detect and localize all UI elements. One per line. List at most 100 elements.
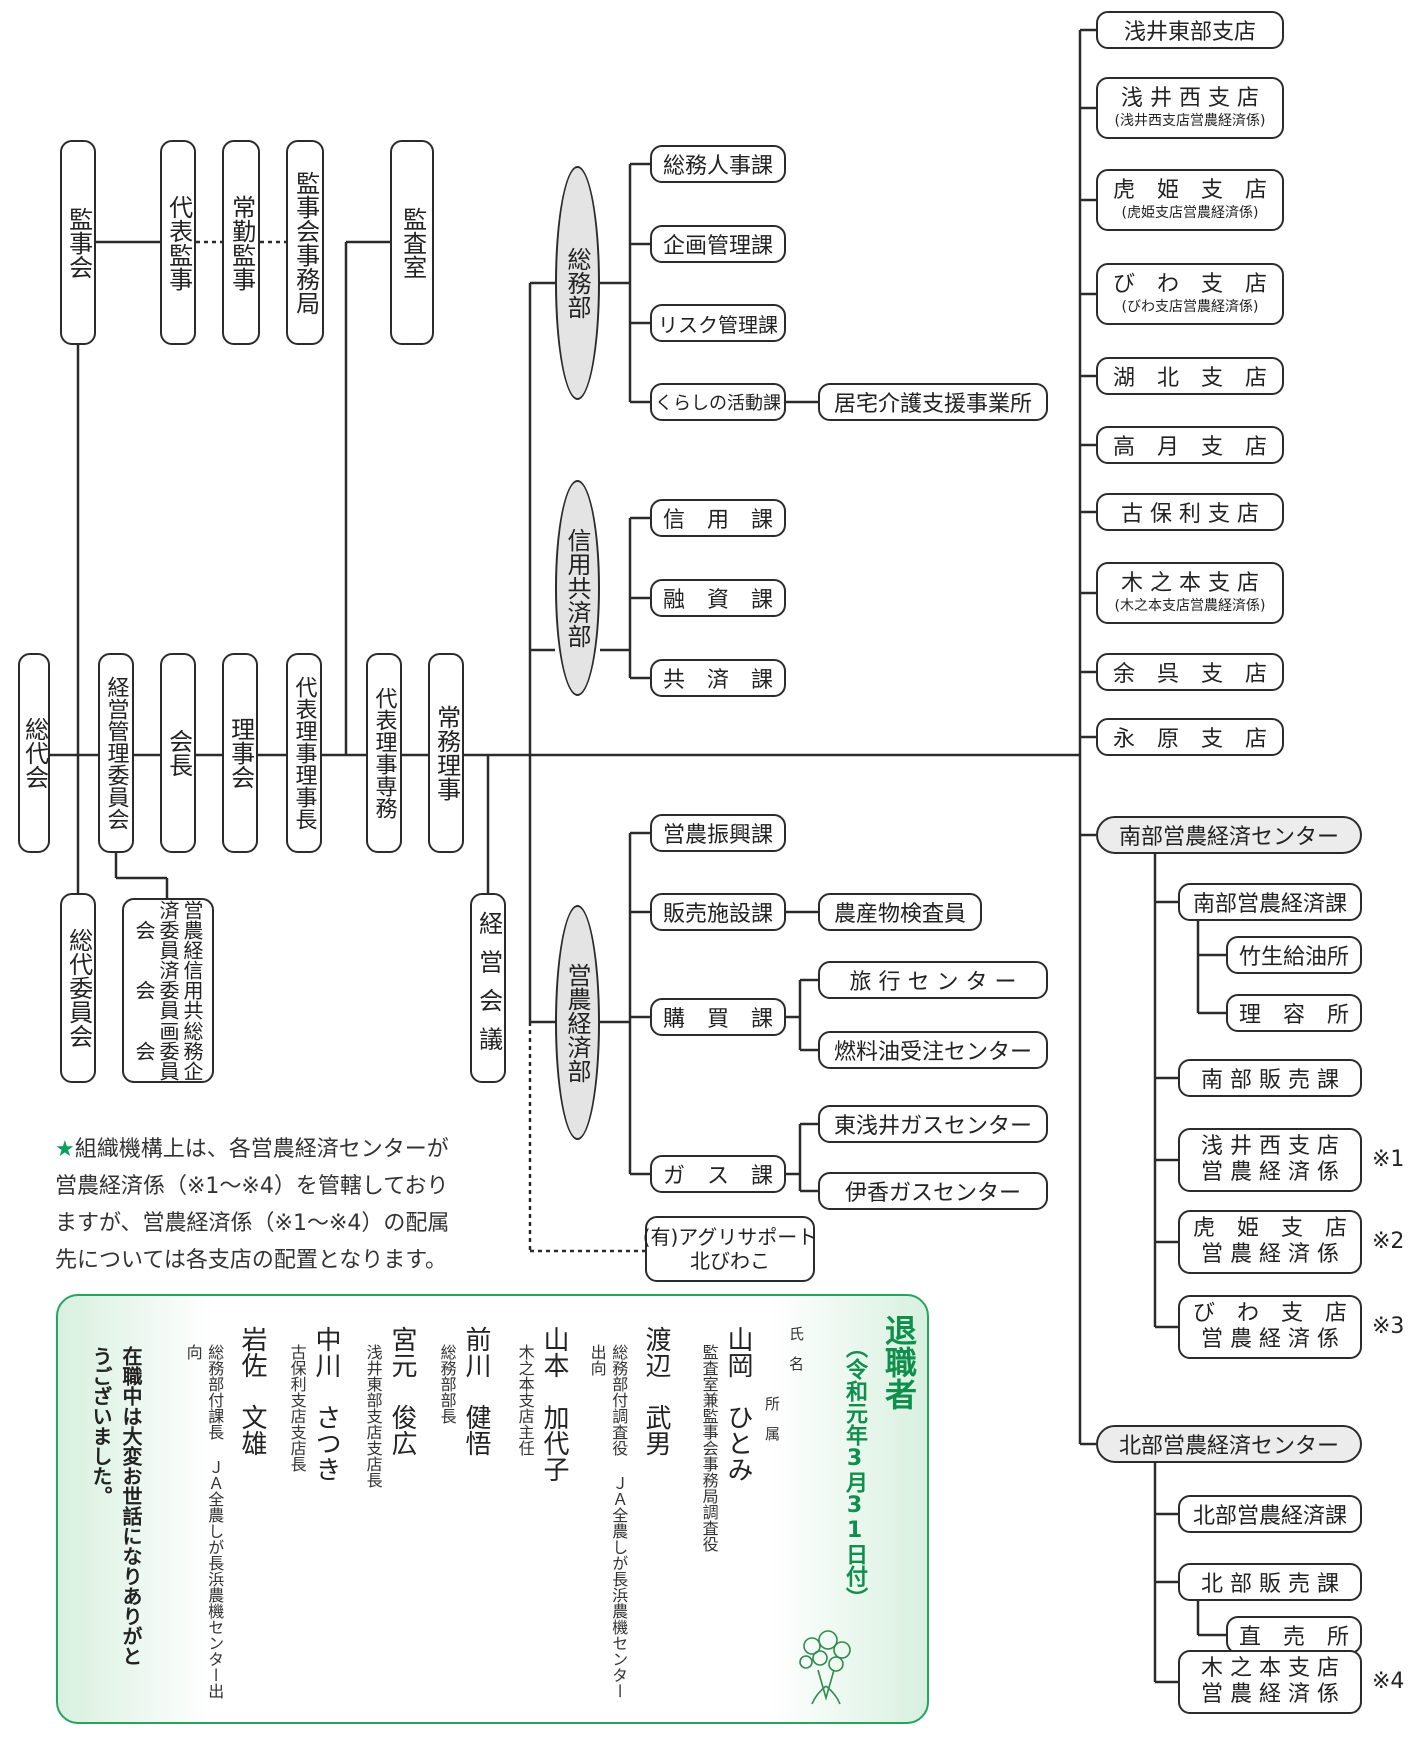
keiei-kaigi-box: 経営会議 [470, 893, 506, 1083]
rijikai-box: 理事会 [222, 653, 258, 853]
kakari-biwa: び わ 支 店 営 農 経 済 係 [1178, 1295, 1362, 1359]
kakari-biwa-line2: 営 農 経 済 係 [1201, 1327, 1339, 1353]
branch-torahime: 虎 姫 支 店 (虎姫支店営農経済係) [1096, 169, 1284, 231]
yushi-ka: 融 資 課 [650, 579, 786, 617]
retiree-name: 渡辺 武男 [638, 1326, 675, 1456]
retiree-role: 総務部付課長 ＪＡ全農しが長浜農機センター出向 [182, 1344, 225, 1714]
retiree-name: 前川 健悟 [458, 1326, 495, 1456]
sodaikai-box: 総代会 [18, 653, 50, 853]
kikaku-kanri-ka: 企画管理課 [650, 225, 786, 263]
branch-kinomoto: 木 之 本 支 店 (木之本支店営農経済係) [1096, 562, 1284, 624]
retirees-panel: 退職者 （令和元年3月31日付） 氏 名 所 属 山岡 ひとみ 監査室兼監事会事… [56, 1294, 929, 1724]
south-einou-center: 南部営農経済センター [1096, 816, 1362, 854]
branch-nagahara: 永 原 支 店 [1096, 718, 1284, 756]
star-icon: ★ [55, 1137, 75, 1162]
header-name: 氏 名 [786, 1326, 807, 1371]
hanbai-shisetsu-ka: 販売施設課 [650, 893, 786, 931]
kakari-torahime: 虎 姫 支 店 営 農 経 済 係 [1178, 1210, 1362, 1274]
kakari-kinomoto-line2: 営 農 経 済 係 [1201, 1682, 1339, 1708]
mark-3: ※3 [1372, 1314, 1404, 1339]
einou-keizai-bu-oval: 営農経済部 [555, 905, 600, 1140]
north-einou-keizai-ka: 北部営農経済課 [1178, 1495, 1362, 1533]
gas-ka: ガ ス 課 [650, 1155, 786, 1193]
retiree-role: 浅井東部支店支店長 [362, 1344, 384, 1488]
south-hanbai-ka: 南 部 販 売 課 [1178, 1059, 1362, 1097]
somu-jinji-ka: 総務人事課 [650, 145, 786, 183]
mark-4: ※4 [1372, 1669, 1404, 1694]
retiree-name: 宮元 俊広 [384, 1326, 421, 1456]
retiree-role: 木之本支店主任 [514, 1344, 536, 1456]
retiree-name: 中川 さつき [308, 1326, 345, 1482]
somu-bu-oval: 総務部 [555, 166, 600, 400]
kakari-kinomoto: 木 之 本 支 店 営 農 経 済 係 [1178, 1650, 1362, 1714]
kanjikai-jimukyoku-box: 監事会事務局 [286, 140, 324, 345]
kakari-azai-nishi-line2: 営 農 経 済 係 [1201, 1160, 1339, 1186]
kansa-shitsu-box: 監査室 [390, 140, 434, 345]
shinyo-ka: 信 用 課 [650, 499, 786, 537]
retiree-name: 岩佐 文雄 [234, 1326, 271, 1456]
jokin-kanji-box: 常勤監事 [222, 140, 260, 345]
branch-azai-nishi-name: 浅 井 西 支 店 [1121, 86, 1259, 112]
ryoko-center: 旅 行 セ ン タ ー [818, 961, 1048, 999]
kakari-azai-nishi-line1: 浅 井 西 支 店 [1201, 1134, 1339, 1160]
ika-gas-center: 伊香ガスセンター [818, 1172, 1048, 1210]
branch-biwa: び わ 支 店 (びわ支店営農経済係) [1096, 263, 1284, 325]
nosanbutsu-kensain: 農産物検査員 [818, 893, 982, 931]
nenryoyu-juchu-center: 燃料油受注センター [818, 1031, 1048, 1069]
agri-support-box: (有)アグリサポート 北びわこ [645, 1216, 815, 1282]
branch-azai-tobu: 浅井東部支店 [1096, 11, 1284, 49]
kurashi-katsudo-ka: くらしの活動課 [650, 383, 786, 421]
daihyo-riji-senmu-box: 代表理事専務 [366, 653, 402, 853]
branch-torahime-sub: (虎姫支店営農経済係) [1122, 205, 1259, 222]
shinyo-kyosai-bu-oval: 信用共済部 [555, 480, 600, 696]
mark-2: ※2 [1372, 1229, 1404, 1254]
branch-torahime-name: 虎 姫 支 店 [1113, 178, 1267, 204]
branch-azai-nishi: 浅 井 西 支 店 (浅井西支店営農経済係) [1096, 77, 1284, 139]
north-einou-center: 北部営農経済センター [1096, 1425, 1362, 1463]
retiree-role: 総務部付調査役 ＪＡ全農しが長浜農機センター出向 [586, 1344, 629, 1714]
branch-koori: 古 保 利 支 店 [1096, 493, 1284, 531]
retiree-role: 総務部部長 [436, 1344, 458, 1424]
kakari-torahime-line1: 虎 姫 支 店 [1193, 1216, 1347, 1242]
einou-shinko-ka: 営農振興課 [650, 814, 786, 852]
thanks-message: 在職中は大変お世話になりありがとうございました。 [86, 1346, 146, 1676]
agri-support-line1: (有)アグリサポート [643, 1225, 818, 1249]
organization-note: ★組織機構上は、各営農経済センターが営農経済係（※1〜※4）を管轄しておりますが… [55, 1132, 465, 1280]
jomu-riji-box: 常務理事 [428, 653, 464, 853]
sodai-iinkai-box: 総代委員会 [60, 893, 96, 1083]
branch-biwa-name: び わ 支 店 [1113, 272, 1267, 298]
committee-somu: 総務企画委員会 [132, 1021, 204, 1081]
committee-shinyo: 信用共済委員会 [132, 960, 204, 1020]
chokubaisho: 直 売 所 [1226, 1616, 1362, 1654]
kyosai-ka: 共 済 課 [650, 659, 786, 697]
branch-kohoku: 湖 北 支 店 [1096, 357, 1284, 395]
committee-einou: 営農経済委員会 [132, 900, 204, 960]
bouquet-icon [790, 1626, 860, 1711]
chikubu-kyuyusho: 竹生給油所 [1226, 936, 1362, 974]
mark-1: ※1 [1372, 1147, 1404, 1172]
riyosho-south: 理 容 所 [1226, 994, 1362, 1032]
branch-azai-nishi-sub: (浅井西支店営農経済係) [1115, 113, 1266, 130]
higashi-azai-gas-center: 東浅井ガスセンター [818, 1105, 1048, 1143]
retirees-title: 退職者 [876, 1314, 922, 1410]
risk-kanri-ka: リスク管理課 [650, 304, 786, 342]
retiree-role: 監査室兼監事会事務局調査役 [698, 1344, 720, 1552]
daihyo-riji-rijicho-box: 代表理事理事長 [286, 653, 322, 853]
retiree-role: 古保利支店支店長 [286, 1344, 308, 1472]
header-affiliation: 所 属 [762, 1396, 783, 1441]
retiree-name: 山岡 ひとみ [720, 1326, 757, 1482]
south-einou-keizai-ka: 南部営農経済課 [1178, 883, 1362, 921]
branch-kinomoto-name: 木 之 本 支 店 [1121, 571, 1259, 597]
committees-box: 営農経済委員会 信用共済委員会 総務企画委員会 [122, 898, 214, 1083]
branch-yogo: 余 呉 支 店 [1096, 653, 1284, 691]
agri-support-line2: 北びわこ [690, 1249, 770, 1273]
branch-biwa-sub: (びわ支店営農経済係) [1122, 299, 1259, 316]
kyotaku-kaigo-shien: 居宅介護支援事業所 [818, 383, 1048, 421]
retiree-name: 山本 加代子 [536, 1326, 573, 1482]
kakari-torahime-line2: 営 農 経 済 係 [1201, 1242, 1339, 1268]
keiei-kanri-iinkai-box: 経営管理委員会 [98, 653, 134, 853]
kakari-azai-nishi: 浅 井 西 支 店 営 農 経 済 係 [1178, 1128, 1362, 1192]
kobai-ka: 購 買 課 [650, 998, 786, 1036]
kakari-kinomoto-line1: 木 之 本 支 店 [1201, 1656, 1339, 1682]
kanjikai-box: 監事会 [60, 140, 96, 345]
